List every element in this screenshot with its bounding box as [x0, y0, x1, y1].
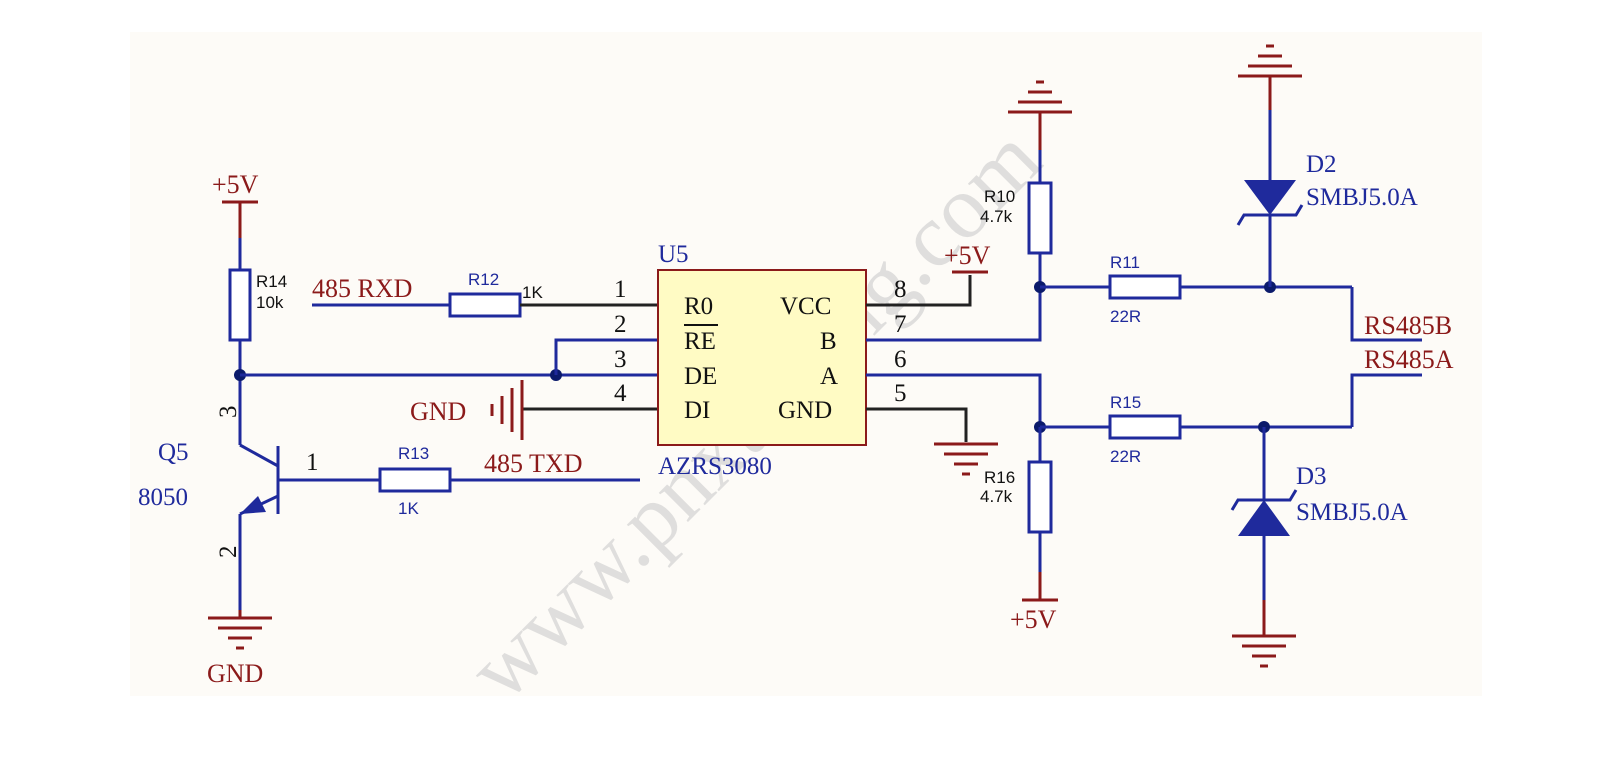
ic-pin-num-7: 7 — [894, 311, 907, 338]
r11-value: 22R — [1110, 307, 1141, 326]
q5-pin-3: 3 — [215, 406, 242, 419]
r11-ref: R11 — [1110, 253, 1140, 272]
tvs-diode-d3: D3 SMBJ5.0A — [1230, 427, 1408, 600]
net-label-5v-q5: +5V — [212, 170, 259, 199]
ic-pin-name-b: B — [820, 328, 837, 355]
resistor-r11: R11 22R — [1108, 253, 1182, 326]
net-label-5v-r16: +5V — [1010, 605, 1057, 634]
r15-value: 22R — [1110, 447, 1141, 466]
net-label-rs485b: RS485B — [1364, 311, 1452, 340]
power-port-5v-q5: +5V — [212, 170, 259, 238]
q5-pin-1: 1 — [306, 449, 319, 476]
ic-pin-name-de: DE — [684, 363, 717, 390]
ground-symbol-q5: GND — [207, 610, 272, 688]
ground-symbol-di: GND — [410, 380, 524, 440]
r13-ref: R13 — [398, 444, 429, 463]
ic-pin-num-6: 6 — [894, 346, 907, 373]
ic-u5: U5 AZRS3080 R0 RE DE DI VCC B A GND 1 2 … — [614, 241, 907, 480]
q5-pin-2: 2 — [215, 546, 242, 559]
net-label-rxd: 485 RXD — [312, 274, 412, 303]
net-label-rs485a: RS485A — [1364, 345, 1454, 374]
q5-part: 8050 — [138, 484, 188, 511]
r14-ref: R14 — [256, 272, 287, 291]
q5-ref: Q5 — [158, 439, 189, 466]
ic-pin-name-di: DI — [684, 397, 710, 424]
net-label-gnd-di: GND — [410, 397, 466, 426]
ic-pin-num-2: 2 — [614, 311, 627, 338]
ic-pin-num-8: 8 — [894, 276, 907, 303]
ic-pin-name-a: A — [820, 363, 838, 390]
r10-value: 4.7k — [980, 207, 1013, 226]
ic-pin-name-r0: R0 — [684, 293, 713, 320]
r13-value: 1K — [398, 499, 419, 518]
resistor-r15: R15 22R — [1108, 393, 1182, 466]
ic-pin-num-3: 3 — [614, 346, 627, 373]
d2-part: SMBJ5.0A — [1306, 184, 1418, 211]
net-label-5v-ic: +5V — [944, 241, 991, 270]
resistor-r12: R12 1K — [448, 270, 543, 318]
ic-pin-num-4: 4 — [614, 380, 627, 407]
transistor-q5: Q5 8050 3 1 2 — [138, 406, 380, 610]
ic-pin-num-5: 5 — [894, 380, 907, 407]
d3-ref: D3 — [1296, 463, 1327, 490]
ic-pin-num-1: 1 — [614, 276, 627, 303]
power-port-5v-r16: +5V — [1010, 572, 1058, 634]
tvs-diode-d2: D2 SMBJ5.0A — [1236, 151, 1418, 287]
ic-part: AZRS3080 — [658, 453, 772, 480]
ic-ref: U5 — [658, 241, 689, 268]
ground-symbol-d2 — [1238, 44, 1302, 110]
resistor-r13: R13 1K — [378, 444, 452, 518]
ic-pin-name-gnd: GND — [778, 397, 832, 424]
r16-ref: R16 — [984, 468, 1015, 487]
d3-part: SMBJ5.0A — [1296, 499, 1408, 526]
r12-value: 1K — [522, 283, 543, 302]
ground-symbol-ic — [934, 442, 998, 476]
power-port-5v-ic: +5V — [944, 241, 991, 274]
ic-pin-name-re: RE — [684, 328, 716, 355]
r10-ref: R10 — [984, 187, 1015, 206]
ground-symbol-d3 — [1232, 600, 1296, 668]
d2-ref: D2 — [1306, 151, 1337, 178]
ic-pin-name-vcc: VCC — [780, 293, 831, 320]
resistor-r14: R14 10k — [228, 268, 287, 342]
r12-ref: R12 — [468, 270, 499, 289]
net-label-gnd-q5: GND — [207, 659, 263, 688]
r14-value: 10k — [256, 293, 284, 312]
ground-symbol-r10 — [1008, 80, 1072, 150]
r15-ref: R15 — [1110, 393, 1141, 412]
net-label-txd: 485 TXD — [484, 449, 582, 478]
r16-value: 4.7k — [980, 487, 1013, 506]
